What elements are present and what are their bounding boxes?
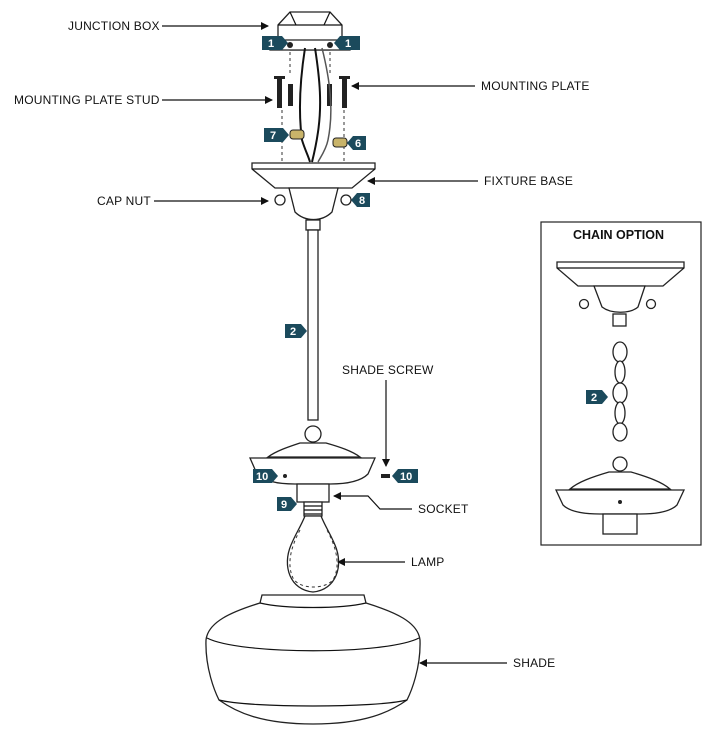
step-tag-shade-left: 10 <box>253 469 278 483</box>
step-tag-cap-nut: 8 <box>351 193 370 207</box>
label-cap-nut: CAP NUT <box>97 194 151 208</box>
label-fixture-base: FIXTURE BASE <box>484 174 573 188</box>
chain <box>612 341 628 442</box>
step-number: 7 <box>270 130 276 142</box>
step-number: 8 <box>359 195 365 207</box>
step-tag-socket: 9 <box>277 497 297 511</box>
label-junction-box: JUNCTION BOX <box>68 19 160 33</box>
lamp-bulb <box>286 501 340 593</box>
socket <box>296 483 330 503</box>
leader-socket <box>333 492 412 510</box>
down-rod <box>305 219 321 421</box>
step-tag-wire-right: 6 <box>347 136 366 150</box>
cap-nuts <box>274 194 352 206</box>
step-number: 10 <box>256 471 268 483</box>
step-number: 2 <box>591 392 597 404</box>
chain-step-tag: 2 <box>586 390 608 404</box>
shade-holder <box>249 425 376 485</box>
step-tag-shade-right: 10 <box>392 469 418 483</box>
label-shade-screw: SHADE SCREW <box>342 363 434 377</box>
step-number: 1 <box>268 38 274 50</box>
label-lamp: LAMP <box>411 555 444 569</box>
chain-option-title: CHAIN OPTION <box>573 228 664 242</box>
label-mounting-plate-stud: MOUNTING PLATE STUD <box>14 93 160 107</box>
step-number: 2 <box>290 326 296 338</box>
wires <box>298 47 332 163</box>
step-tag-rod: 2 <box>285 324 307 338</box>
fixture-base <box>251 162 376 221</box>
wire-connectors <box>289 129 348 148</box>
step-tag-junction-right: 1 <box>334 36 360 50</box>
step-tag-junction-left: 1 <box>262 36 288 50</box>
step-number: 1 <box>345 38 351 50</box>
label-mounting-plate: MOUNTING PLATE <box>481 79 590 93</box>
step-number: 10 <box>400 471 412 483</box>
glass-shade <box>205 594 421 725</box>
step-number: 6 <box>355 138 361 150</box>
label-shade: SHADE <box>513 656 555 670</box>
step-number: 9 <box>281 499 287 511</box>
label-socket: SOCKET <box>418 502 469 516</box>
chain-option-panel: CHAIN OPTION 2 <box>540 221 702 546</box>
shade-screw <box>381 474 390 478</box>
step-tag-wire-left: 7 <box>264 128 289 142</box>
